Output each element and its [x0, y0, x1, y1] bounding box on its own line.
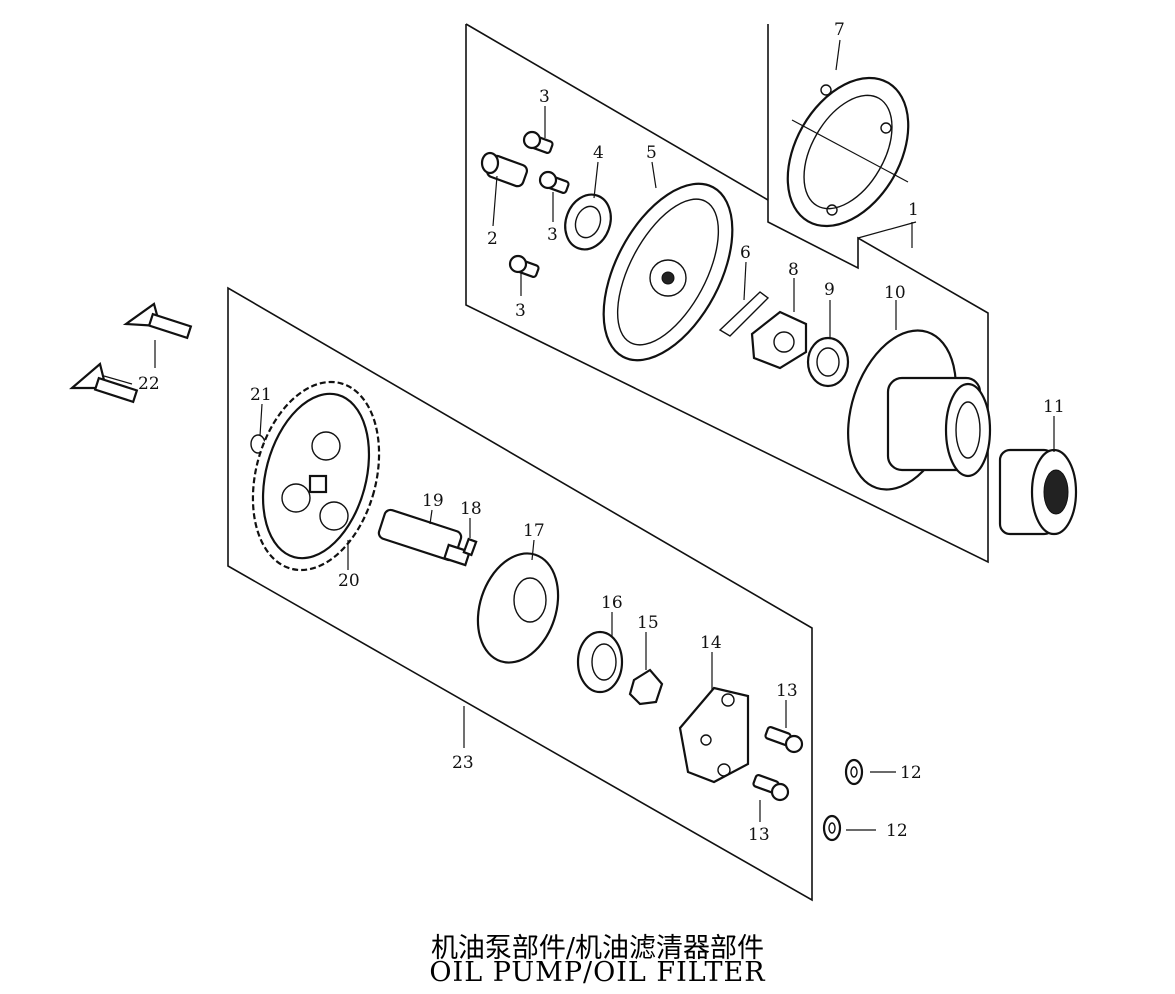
spline-gear-part-11: [998, 448, 1078, 536]
callout-10: 10: [884, 283, 906, 303]
callout-12b: 12: [886, 821, 908, 841]
washer-part-12a: [844, 758, 864, 786]
callout-14: 14: [700, 633, 722, 653]
callout-18: 18: [460, 499, 482, 519]
filter-housing-part-10: [847, 329, 992, 491]
pin-part-18: [462, 537, 478, 557]
washer-part-9: [806, 336, 850, 388]
callout-13a: 13: [776, 681, 798, 701]
callout-8: 8: [788, 260, 799, 280]
screw-part-13a: [764, 726, 804, 754]
pump-body-part-17: [476, 552, 560, 664]
screw-part-3b: [538, 170, 570, 194]
screw-part-3c: [508, 254, 540, 278]
outer-rotor-part-16: [576, 630, 624, 694]
assembly-23-frame: [227, 286, 813, 902]
shaft-part-19: [377, 508, 472, 567]
callout-3a: 3: [539, 87, 550, 107]
callout-22: 22: [138, 374, 160, 394]
callout-16: 16: [601, 593, 623, 613]
sprocket-part-20: [251, 380, 381, 572]
diagram-title-english: OIL PUMP/OIL FILTER: [429, 957, 766, 988]
callout-7: 7: [834, 20, 845, 40]
callout-6: 6: [740, 243, 751, 263]
bolt-part-22b: [69, 362, 139, 404]
callout-3b: 3: [547, 225, 558, 245]
bolt-part-22a: [122, 302, 193, 340]
screw-part-3a: [522, 130, 554, 154]
assembly-1-frame: [465, 24, 989, 564]
callout-21: 21: [250, 385, 272, 405]
pump-cover-part-14: [678, 686, 750, 784]
callout-12a: 12: [900, 763, 922, 783]
callout-17: 17: [523, 521, 545, 541]
callout-1: 1: [908, 200, 919, 220]
callout-3c: 3: [515, 301, 526, 321]
callout-4: 4: [593, 143, 604, 163]
nut-part-8: [750, 310, 808, 370]
leader-lines: [103, 39, 1055, 831]
callout-11: 11: [1043, 397, 1065, 417]
callout-13b: 13: [748, 825, 770, 845]
diagram-title-chinese: 机油泵部件/机油滤清器部件: [430, 933, 765, 964]
pump-housing-part-5: [602, 182, 734, 362]
callout-9: 9: [824, 280, 835, 300]
callout-19: 19: [422, 491, 444, 511]
callout-20: 20: [338, 571, 360, 591]
clip-part-6: [718, 291, 770, 337]
gasket-part-7: [786, 76, 910, 228]
callout-5: 5: [646, 143, 657, 163]
washer-part-12b: [822, 814, 842, 842]
inner-rotor-part-15: [628, 668, 664, 706]
screw-part-13b: [752, 774, 790, 802]
pin-part-2: [480, 151, 529, 188]
callout-2: 2: [487, 229, 498, 249]
callout-23: 23: [452, 753, 474, 773]
callout-15: 15: [637, 613, 659, 633]
spring-part-4: [564, 193, 612, 251]
